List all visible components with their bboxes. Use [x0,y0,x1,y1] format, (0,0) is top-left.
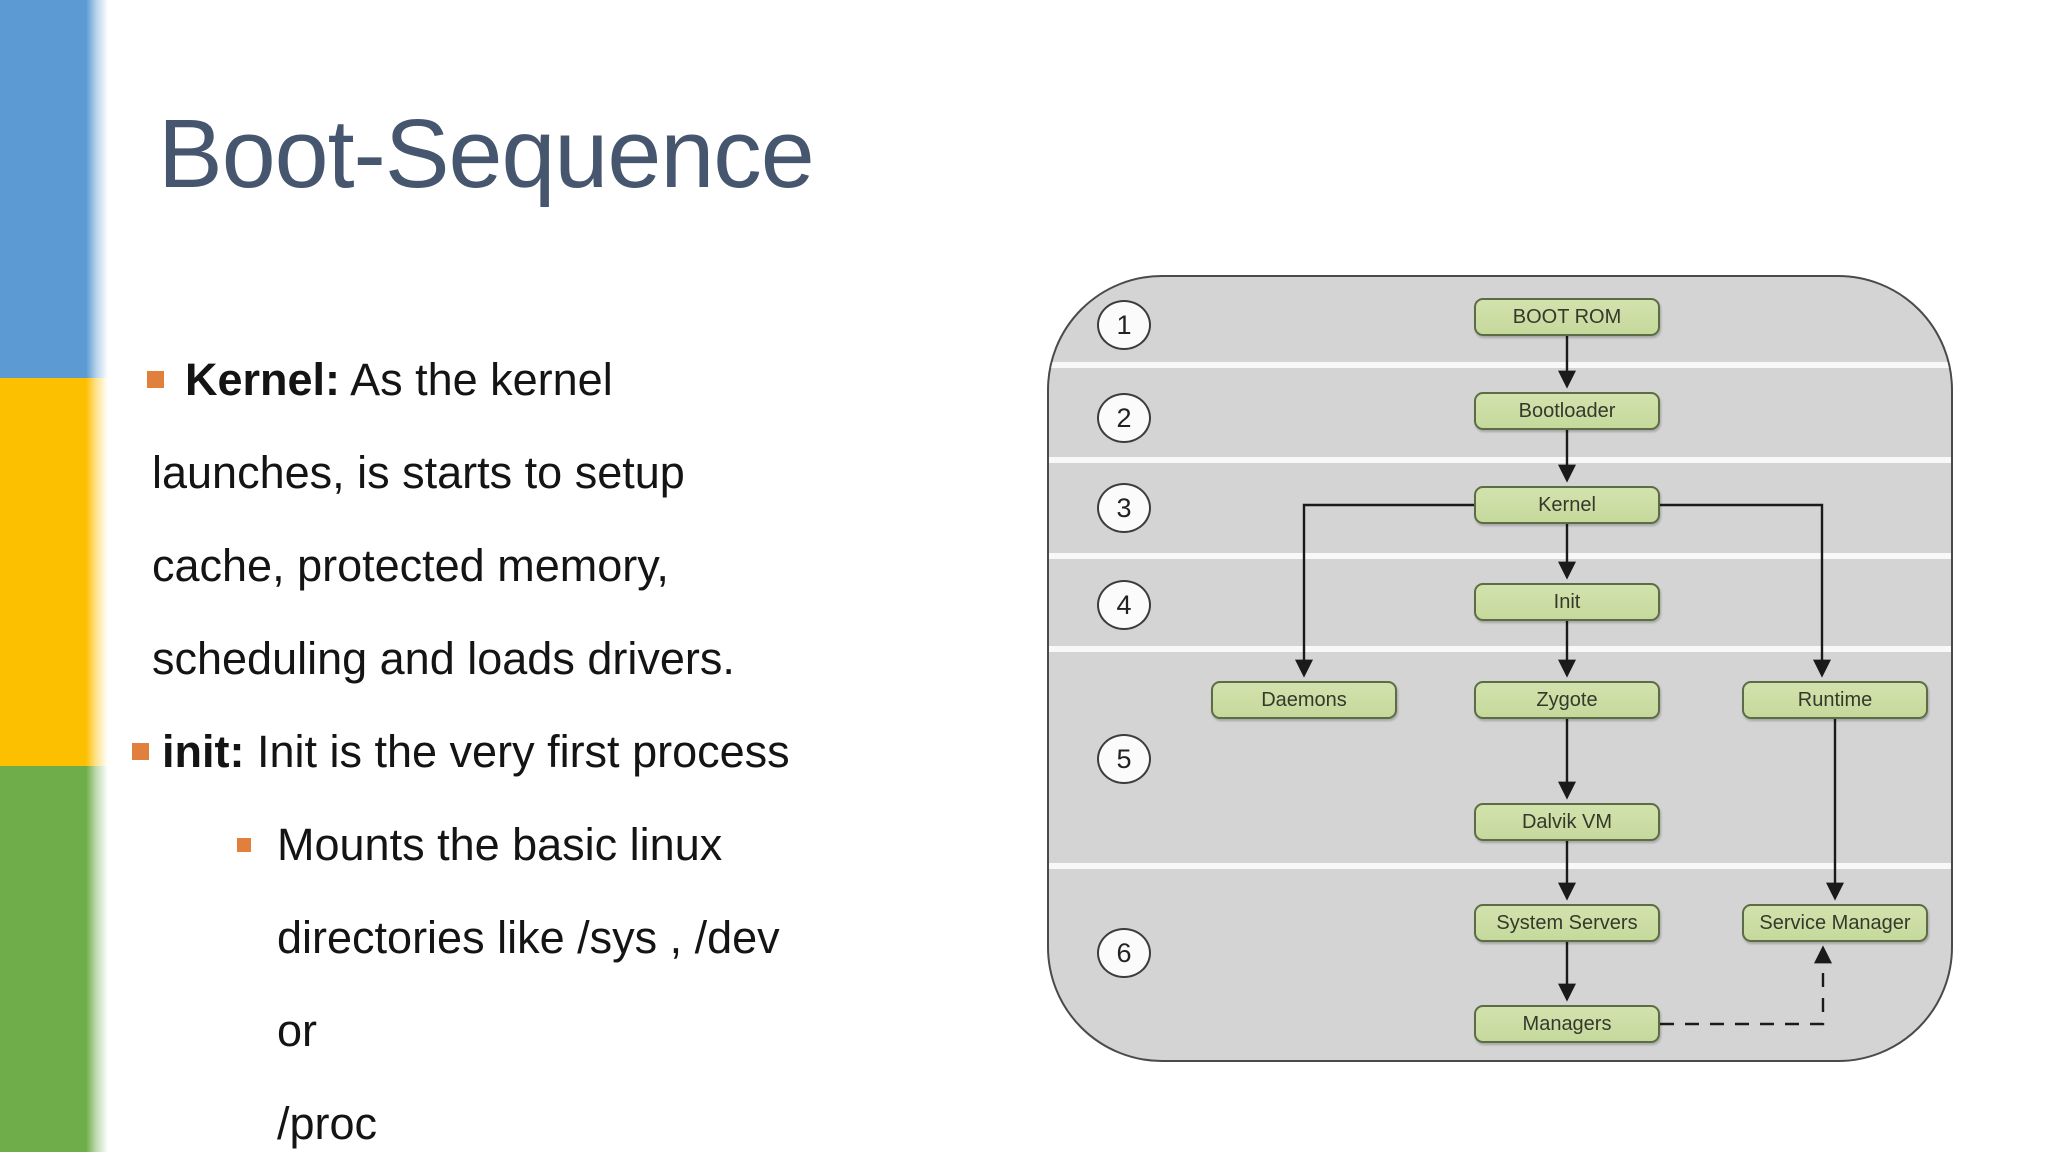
bullet-text: scheduling and loads drivers. [152,633,735,684]
row-separator [1049,362,1951,368]
bullet-text: Kernel: As the kernel [132,354,613,405]
bullet-square-icon [132,743,149,760]
list-item: directories like /sys , /dev [132,891,1092,984]
bullet-text: cache, protected memory, [152,540,669,591]
step-circle-3: 3 [1097,483,1151,533]
step-circle-1: 1 [1097,300,1151,350]
row-separator [1049,553,1951,559]
row-separator [1049,863,1951,869]
step-number: 1 [1116,309,1132,340]
page-title: Boot-Sequence [158,99,815,208]
row-separator [1049,457,1951,463]
sub-bullet-text: or [277,1005,318,1056]
node-system-servers: System Servers [1474,904,1660,942]
bullet-keyword: init: [162,726,245,777]
list-item: Mounts the basic linux [132,798,1092,891]
list-item: or [132,984,1092,1077]
step-number: 6 [1116,937,1132,968]
list-item: Kernel: As the kernel [132,333,1092,426]
sub-bullet-text: /proc [277,1098,378,1149]
step-number: 2 [1116,402,1132,433]
bullet-text-rest: As the kernel [340,354,613,405]
node-init: Init [1474,583,1660,621]
step-number: 4 [1116,589,1132,620]
sub-bullet-text: Mounts the basic linux [277,819,723,870]
connector-arrows [1295,336,1844,1026]
sidebar-yellow-block [0,378,108,766]
list-item: /proc [132,1077,1092,1170]
node-runtime: Runtime [1742,681,1928,719]
node-dalvik-vm: Dalvik VM [1474,803,1660,841]
sidebar-green-block [0,766,108,1152]
node-kernel: Kernel [1474,486,1660,524]
node-zygote: Zygote [1474,681,1660,719]
step-number: 3 [1116,492,1132,523]
list-item: cache, protected memory, [132,519,1092,612]
node-managers: Managers [1474,1005,1660,1043]
sub-bullet-text: directories like /sys , /dev [277,912,780,963]
step-circle-2: 2 [1097,393,1151,443]
sidebar-blue-block [0,0,108,378]
node-boot-rom: BOOT ROM [1474,298,1660,336]
boot-sequence-diagram: 1 2 3 4 5 6 BOOT ROM Bootloader Kernel I… [1047,275,1953,1062]
bullet-square-icon [147,371,164,388]
list-item: launches, is starts to setup [132,426,1092,519]
step-circle-6: 6 [1097,928,1151,978]
bullet-text: init: Init is the very first process [132,726,790,777]
node-bootloader: Bootloader [1474,392,1660,430]
step-circle-4: 4 [1097,580,1151,630]
bullet-keyword: Kernel: [185,354,341,405]
bullet-list: Kernel: As the kernel launches, is start… [132,333,1092,1170]
row-separator [1049,646,1951,652]
node-daemons: Daemons [1211,681,1397,719]
step-circle-5: 5 [1097,734,1151,784]
sub-bullet-square-icon [237,838,251,852]
bullet-text-rest: Init is the very first process [244,726,790,777]
bullet-text: launches, is starts to setup [152,447,685,498]
step-number: 5 [1116,743,1132,774]
node-service-manager: Service Manager [1742,904,1928,942]
list-item: scheduling and loads drivers. [132,612,1092,705]
list-item: init: Init is the very first process [132,705,1092,798]
